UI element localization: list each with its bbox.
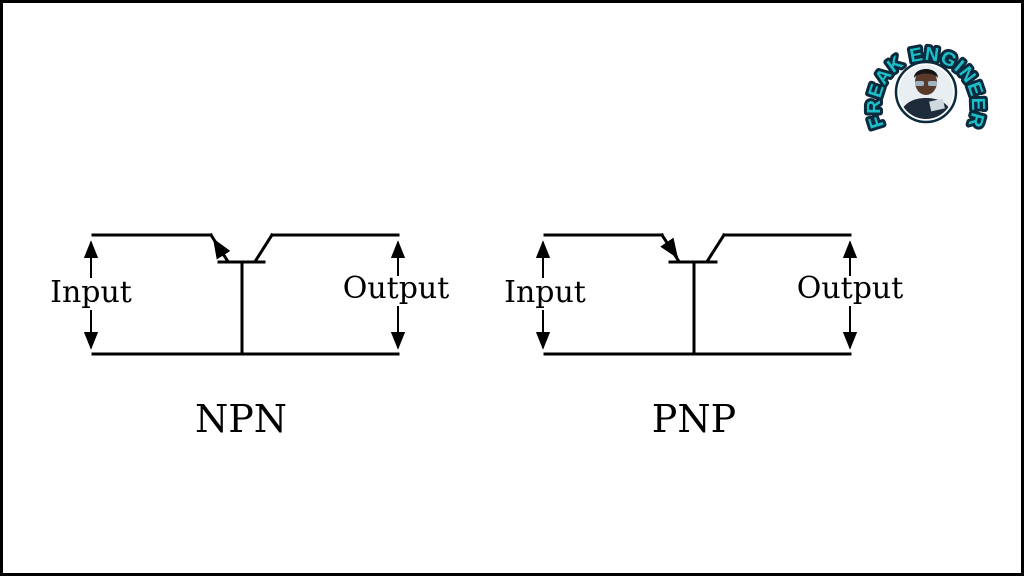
npn-caption: NPN: [195, 397, 287, 441]
pnp-collector-lead: [705, 232, 727, 263]
npn-output-label: Output: [343, 271, 450, 306]
transistor-diagram: Input Output NPN Input Output PNP FREAK …: [50, 41, 990, 441]
npn-transistor: [91, 232, 400, 356]
npn-circuit: Input Output NPN: [50, 232, 450, 441]
pnp-transistor: [543, 232, 852, 356]
pnp-output-label: Output: [797, 271, 904, 306]
freak-engineer-logo: FREAK ENGINEER FREAK ENGINEER: [861, 41, 990, 134]
npn-input-label: Input: [50, 275, 132, 310]
npn-collector-lead: [253, 232, 275, 263]
pnp-circuit: Input Output PNP: [504, 232, 904, 441]
pnp-emitter-arrow: [660, 237, 679, 259]
pnp-caption: PNP: [652, 397, 736, 441]
engineer-avatar: [899, 65, 953, 119]
npn-emitter-arrow: [212, 238, 231, 260]
pnp-input-label: Input: [504, 275, 586, 310]
